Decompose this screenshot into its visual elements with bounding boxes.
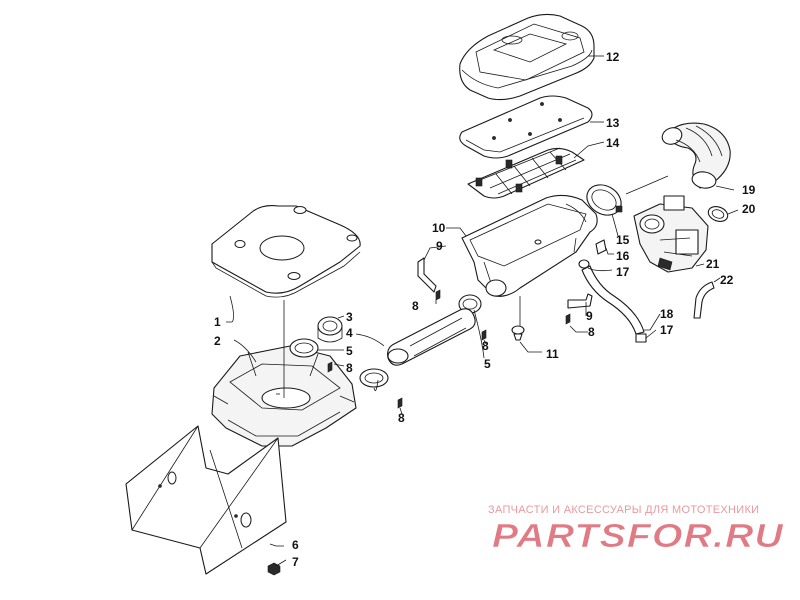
callout-5-right: 5 — [484, 357, 491, 371]
part-5-clamp-lower — [359, 368, 389, 388]
callout-5-left: 5 — [346, 344, 353, 358]
callout-6: 6 — [292, 538, 299, 552]
callout-9-upper: 9 — [436, 239, 443, 253]
part-10-airbox-base — [461, 194, 598, 297]
callout-19: 19 — [742, 183, 756, 197]
callout-21: 21 — [706, 257, 720, 271]
callout-10: 10 — [432, 221, 446, 235]
callout-9-lower: 9 — [586, 309, 593, 323]
callout-12: 12 — [606, 50, 620, 64]
part-7-nut — [267, 562, 281, 576]
watermark-caption: ЗАПЧАСТИ И АКСЕССУАРЫ ДЛЯ МОТОТЕХНИКИ — [488, 504, 760, 516]
callout-1: 1 — [214, 315, 221, 329]
part-14-filter-cage — [467, 147, 585, 199]
callout-13: 13 — [606, 116, 620, 130]
part-22-vent-hose — [693, 281, 715, 319]
part-3-boot — [317, 316, 343, 343]
watermark-logo: PARTSFOR.RU — [492, 517, 784, 555]
callout-8-left: 8 — [346, 361, 353, 375]
part-15-clamp-ring — [586, 184, 623, 216]
callout-18: 18 — [660, 307, 674, 321]
part-4-intake-tube — [387, 308, 476, 366]
leader-lines — [226, 55, 739, 567]
part-13-filter-element — [459, 95, 593, 159]
callout-8-upper: 8 — [412, 299, 419, 313]
callout-8-right: 8 — [588, 325, 595, 339]
part-21-carburetor — [633, 195, 709, 273]
part-12-airbox-cover — [459, 13, 595, 101]
part-11-grommet — [511, 325, 525, 341]
part-18-drain-hose — [581, 265, 645, 335]
callout-8-tube: 8 — [482, 339, 489, 353]
part-17-clamp-upper — [578, 259, 590, 269]
watermark-logo-text: PARTSFOR.RU — [492, 517, 784, 554]
fastener-screws — [327, 289, 571, 409]
callout-3: 3 — [346, 310, 353, 324]
callout-16: 16 — [616, 249, 630, 263]
part-9-bracket-left — [417, 257, 437, 293]
part-20-clamp — [707, 206, 729, 222]
callout-11: 11 — [546, 347, 559, 361]
part-17-clamp-lower — [635, 333, 647, 343]
assembly-lines — [209, 175, 669, 549]
part-5-clamp-left — [289, 338, 319, 358]
callout-4: 4 — [346, 326, 353, 340]
callout-15: 15 — [616, 233, 630, 247]
callout-2: 2 — [214, 334, 221, 348]
callout-7: 7 — [292, 555, 299, 569]
callout-20: 20 — [742, 202, 756, 216]
callout-8-lower: 8 — [398, 411, 405, 425]
part-1-intake-plate — [211, 205, 361, 298]
part-6-shroud-panel — [125, 425, 287, 575]
callout-22: 22 — [720, 273, 734, 287]
callout-14: 14 — [606, 136, 620, 150]
part-9-bracket-right — [567, 293, 593, 309]
part-16-clip — [595, 239, 607, 255]
callout-labels: 12 13 14 19 20 10 9 15 16 21 17 22 8 18 … — [214, 50, 756, 569]
callout-17-upper: 17 — [616, 265, 630, 279]
part-19-engine-boot — [661, 122, 731, 189]
callout-17-lower: 17 — [660, 323, 674, 337]
